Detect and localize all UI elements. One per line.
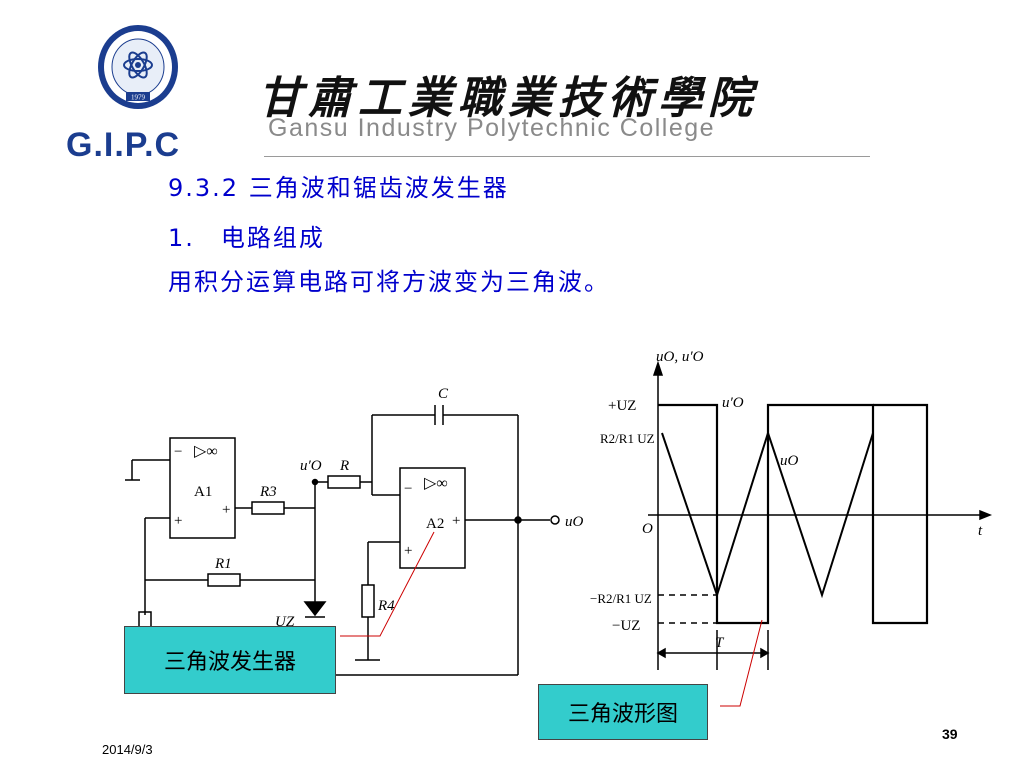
capacitor-label: C xyxy=(438,386,449,402)
opamp-a2-label: A2 xyxy=(426,516,444,532)
opamp-a1-box xyxy=(169,437,236,539)
a2-plus-out: + xyxy=(452,513,460,529)
triangle-waveform-diagram: uO, u′O t O +UZ R2/R1 UZ −R2/R1 UZ −UZ u… xyxy=(590,349,993,670)
footer-date: 2014/9/3 xyxy=(102,742,153,757)
subsection-heading: 1. 电路组成 xyxy=(168,224,325,252)
output-uo-label: uO xyxy=(565,514,584,530)
triangle-wave-generator-circuit: − ▷∞ + + − ▷∞ + + C R R1 R3 R4 A1 A2 u′O… xyxy=(125,386,584,676)
origin-label: O xyxy=(642,521,653,537)
generator-callout-text: 三角波发生器 xyxy=(163,650,296,675)
a1-plus-out: + xyxy=(222,502,230,518)
opamp-a1-label: A1 xyxy=(194,484,212,500)
ratio-neg-label: −R2/R1 UZ xyxy=(590,591,652,606)
college-name-chinese: 甘肅工業職業技術學院 xyxy=(258,73,758,124)
opamp-a2-box xyxy=(399,467,466,569)
a2-opamp-symbol: ▷∞ xyxy=(424,475,448,492)
page-number: 39 xyxy=(942,726,958,742)
a2-plus-in: + xyxy=(404,543,412,559)
college-seal-logo: 1979 xyxy=(98,25,178,109)
section-title: 9.3.2 三角波和锯齿波发生器 xyxy=(168,174,509,202)
waveform-callout-text: 三角波形图 xyxy=(567,702,678,727)
pos-uz-label: +UZ xyxy=(608,398,636,414)
description-text: 用积分运算电路可将方波变为三角波。 xyxy=(168,268,610,296)
waveform-leader-line xyxy=(720,619,763,707)
generator-leader-line xyxy=(340,531,435,637)
college-abbreviation: G.I.P.C xyxy=(66,126,181,164)
a1-opamp-symbol: ▷∞ xyxy=(194,443,218,460)
seal-year: 1979 xyxy=(131,94,146,102)
triangle-wave-label: uO xyxy=(780,453,799,469)
resistor-r1-label: R1 xyxy=(214,556,232,572)
college-name-english: Gansu Industry Polytechnic College xyxy=(268,114,716,142)
node-uo-prime-label: u′O xyxy=(300,458,322,474)
y-axis-label: uO, u′O xyxy=(656,349,704,365)
a2-minus: − xyxy=(404,481,412,497)
square-wave-label: u′O xyxy=(722,395,744,411)
header-divider xyxy=(264,156,870,157)
period-label: T xyxy=(715,635,725,651)
resistor-r-label: R xyxy=(339,458,349,474)
square-wave-trace xyxy=(658,403,929,625)
waveform-callout-box: 三角波形图 xyxy=(538,684,708,740)
a1-minus: − xyxy=(174,444,182,460)
resistor-r3-label: R3 xyxy=(259,484,277,500)
a1-plus-in: + xyxy=(174,513,182,529)
triangle-wave-trace xyxy=(661,429,874,599)
neg-uz-label: −UZ xyxy=(612,618,640,634)
resistor-r4-label: R4 xyxy=(377,598,395,614)
generator-callout-box: 三角波发生器 xyxy=(124,626,336,694)
ratio-pos-label: R2/R1 UZ xyxy=(600,431,655,446)
x-axis-label: t xyxy=(978,523,983,539)
